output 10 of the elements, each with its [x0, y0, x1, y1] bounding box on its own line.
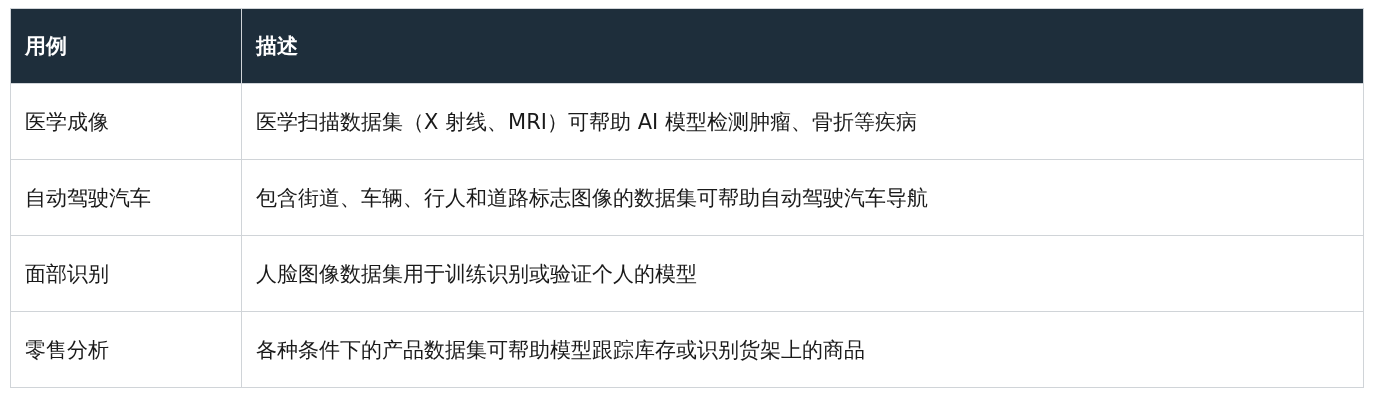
- use-case-description: 各种条件下的产品数据集可帮助模型跟踪库存或识别货架上的商品: [256, 337, 865, 362]
- use-case-name: 零售分析: [25, 337, 109, 362]
- use-case-description: 人脸图像数据集用于训练识别或验证个人的模型: [256, 261, 697, 286]
- use-case-name: 医学成像: [25, 109, 109, 134]
- use-case-description: 医学扫描数据集（X 射线、MRI）可帮助 AI 模型检测肿瘤、骨折等疾病: [256, 109, 917, 134]
- column-header: 描述: [241, 8, 1364, 84]
- column-header: 用例: [10, 8, 242, 84]
- use-case-name: 自动驾驶汽车: [25, 185, 151, 210]
- use-case-name: 面部识别: [25, 261, 109, 286]
- use-case-description: 包含街道、车辆、行人和道路标志图像的数据集可帮助自动驾驶汽车导航: [256, 185, 928, 210]
